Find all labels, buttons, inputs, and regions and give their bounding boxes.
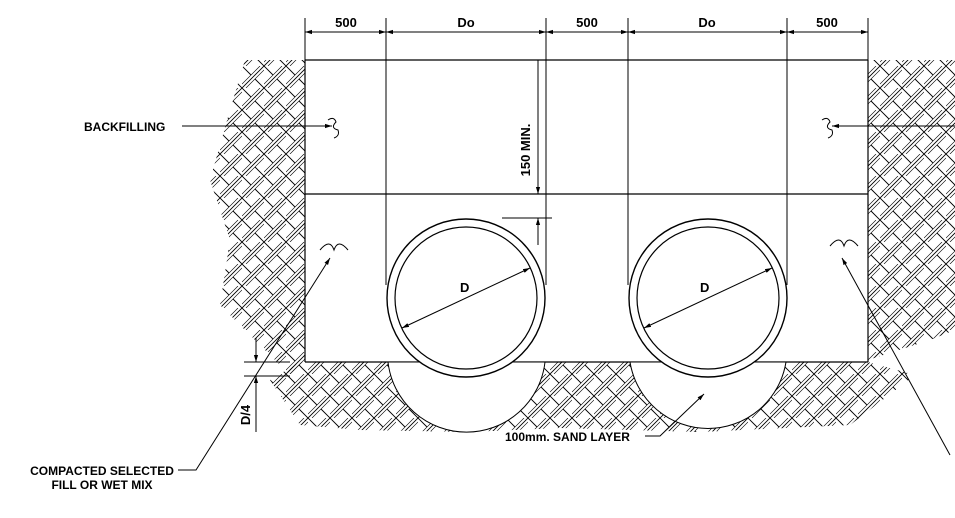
dim-500-right: 500 xyxy=(816,15,838,30)
dim-150-min: 150 MIN. xyxy=(518,124,533,177)
dim-d-over-4: D/4 xyxy=(238,404,253,425)
dimension-extension-lines xyxy=(304,18,869,285)
compacted-fill-label-line2: FILL OR WET MIX xyxy=(51,478,152,492)
pipe-left xyxy=(386,218,546,378)
fill-symbols xyxy=(319,117,859,252)
pipe-right xyxy=(628,218,788,378)
sand-bedding xyxy=(387,361,787,433)
dim-do-left: Do xyxy=(457,15,474,30)
compacted-fill-label-line1: COMPACTED SELECTED xyxy=(30,464,174,478)
compacted-fill-leader-right xyxy=(841,257,951,456)
natural-ground xyxy=(210,60,955,432)
dim-500-left: 500 xyxy=(335,15,357,30)
pipe-right-diameter-label: D xyxy=(700,280,709,295)
bedding-depth-dimension xyxy=(244,338,290,432)
pipe-left-diameter-label: D xyxy=(460,280,469,295)
dim-500-middle: 500 xyxy=(576,15,598,30)
backfilling-label: BACKFILLING xyxy=(84,120,165,134)
sand-layer-label: 100mm. SAND LAYER xyxy=(505,430,630,444)
sand-layer-leader xyxy=(645,393,705,437)
cover-dimension xyxy=(502,60,552,245)
dim-do-right: Do xyxy=(698,15,715,30)
compacted-fill-leader xyxy=(178,257,331,471)
